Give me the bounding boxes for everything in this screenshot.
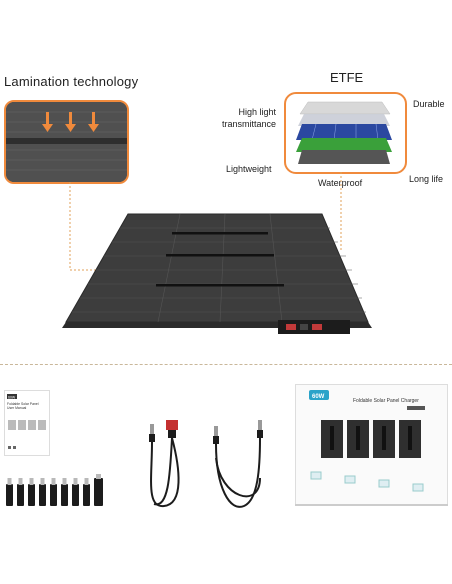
manual-line1: Foldable Solar Panel xyxy=(7,402,39,406)
connector-tips xyxy=(6,474,103,506)
lightweight-label: Lightweight xyxy=(226,164,272,174)
user-manual: 60W Foldable Solar Panel User Manual xyxy=(4,390,50,456)
section-divider xyxy=(0,364,452,365)
box-title: Foldable Solar Panel Charger xyxy=(353,398,419,404)
down-arrow-icon xyxy=(42,112,99,132)
manual-line2: User Manual xyxy=(7,406,26,410)
etfe-layers-view xyxy=(284,92,407,174)
retail-box: 60W Foldable Solar Panel Charger xyxy=(295,384,448,506)
waterproof-label: Waterproof xyxy=(318,178,363,188)
manual-badge: 60W xyxy=(8,395,16,399)
cables xyxy=(149,420,263,508)
solar-panel-graphic xyxy=(62,213,372,334)
durable-label: Durable xyxy=(413,99,445,109)
box-badge: 60W xyxy=(312,394,325,400)
long-life-label: Long life xyxy=(409,174,444,184)
high-light-label: High light transmittance xyxy=(221,107,276,129)
lamination-zoom-graphic xyxy=(6,102,127,182)
leader-lines xyxy=(69,172,342,271)
lamination-zoom-view xyxy=(4,100,129,184)
etfe-layers-graphic xyxy=(296,101,392,164)
lamination-title: Lamination technology xyxy=(4,74,139,89)
etfe-title: ETFE xyxy=(330,70,364,85)
